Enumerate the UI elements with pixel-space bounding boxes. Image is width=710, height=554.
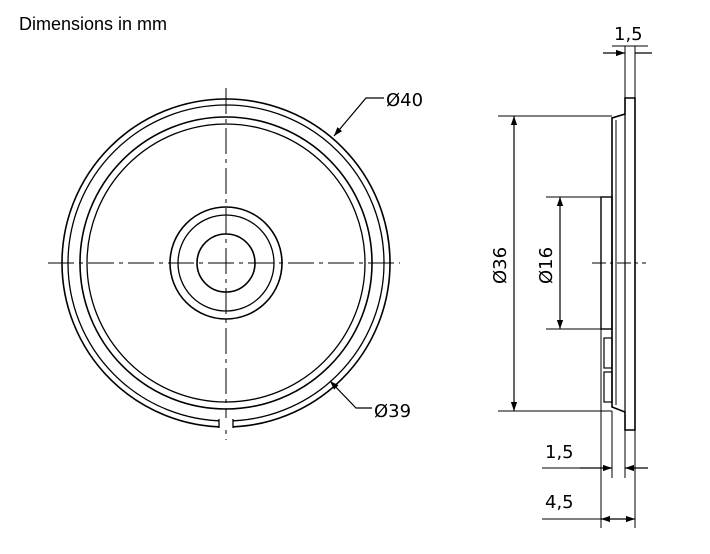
rim-thickness-top-label: 1,5 — [614, 24, 643, 45]
cone-outer-circle — [79, 116, 373, 410]
dust-cap-inner-circle — [196, 233, 256, 293]
side-view — [498, 45, 652, 528]
terminal-lower — [603, 371, 613, 403]
total-depth-label: 4,5 — [545, 492, 574, 513]
speaker-frame-profile — [611, 97, 636, 431]
front-view — [48, 88, 400, 440]
terminal-upper — [603, 337, 613, 369]
cone-inner-circle — [86, 123, 366, 403]
body-diameter-label: Ø36 — [490, 247, 511, 284]
dust-cap-middle-circle — [177, 214, 275, 312]
magnet-diameter-label: Ø16 — [536, 247, 557, 284]
drawing-title: Dimensions in mm — [19, 14, 168, 34]
outer-diameter-label: Ø40 — [386, 90, 423, 111]
dust-cap-outer-circle — [169, 206, 283, 320]
leader-inner-diameter — [329, 380, 372, 409]
rim-thickness-bottom-label: 1,5 — [545, 442, 574, 463]
leader-outer-diameter — [333, 97, 384, 137]
inner-diameter-label: Ø39 — [374, 401, 411, 422]
rim-notch — [219, 418, 233, 430]
